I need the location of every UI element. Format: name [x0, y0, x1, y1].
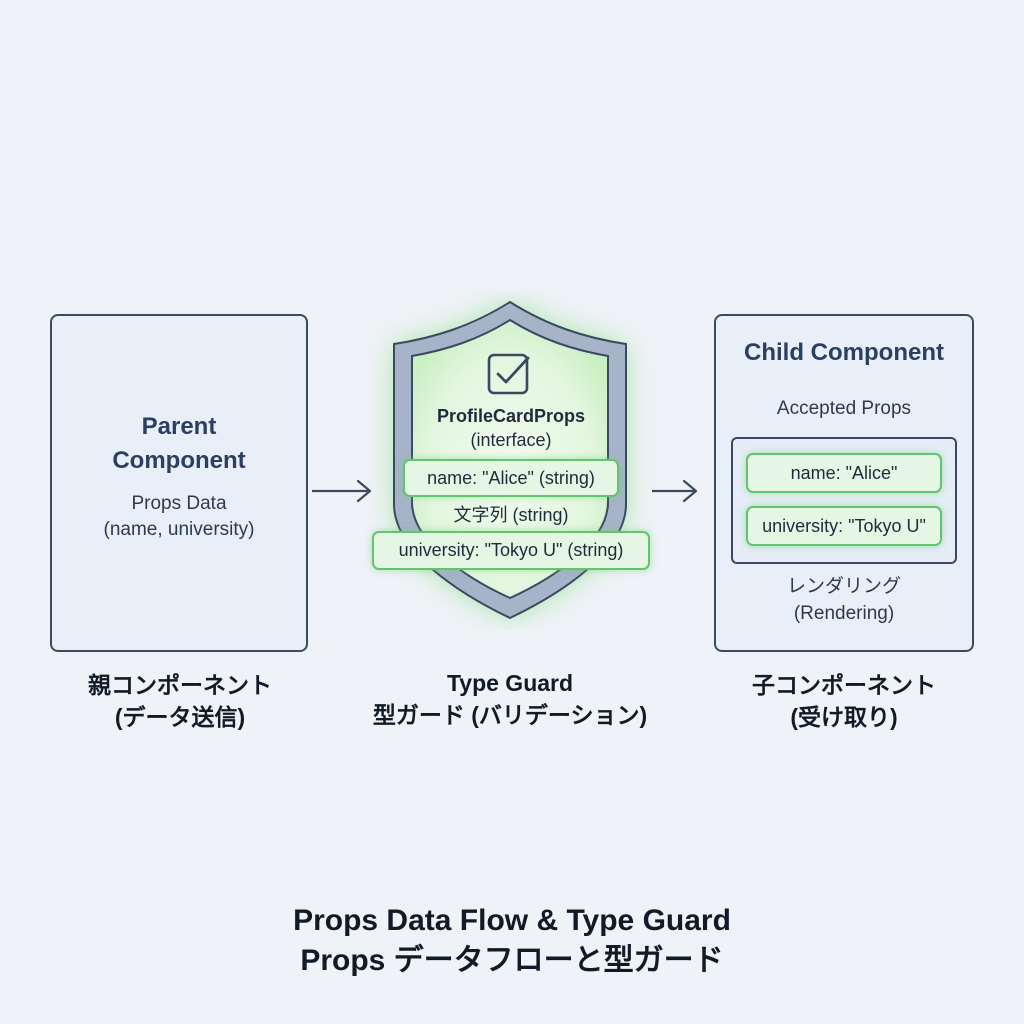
checkbox-check-icon	[487, 353, 530, 395]
parent-desc-line2: (name, university)	[103, 519, 255, 540]
parent-caption-line1: 親コンポーネント	[88, 672, 272, 698]
field-note: 文字列 (string)	[453, 505, 569, 525]
child-caption-line1: 子コンポーネント	[752, 672, 936, 698]
footer-title-line1: Props Data Flow & Type Guard	[293, 904, 731, 937]
accepted-prop-name: name: "Alice"	[746, 453, 942, 493]
parent-caption-line2: (データ送信)	[114, 704, 246, 730]
arrow-right-icon	[312, 479, 372, 503]
interface-name: ProfileCardProps	[436, 406, 586, 426]
field-university-pill: university: "Tokyo U" (string)	[372, 531, 650, 570]
rendering-line1: レンダリング	[786, 576, 901, 597]
guard-caption-line2: 型ガード (バリデーション)	[372, 702, 648, 728]
parent-desc-line1: Props Data	[131, 493, 227, 514]
footer-title-line2: Props データフローと型ガード	[300, 944, 724, 977]
interface-kind: (interface)	[470, 430, 552, 450]
parent-component-box	[50, 314, 308, 652]
accepted-prop-university: university: "Tokyo U"	[746, 506, 942, 546]
parent-title-line2: Component	[112, 447, 246, 474]
field-name-pill: name: "Alice" (string)	[403, 459, 619, 497]
parent-title-line1: Parent	[141, 413, 217, 440]
child-title: Child Component	[744, 339, 944, 366]
child-caption-line2: (受け取り)	[790, 704, 898, 730]
arrow-right-icon	[652, 479, 698, 503]
rendering-line2: (Rendering)	[793, 603, 895, 624]
child-subtitle: Accepted Props	[776, 398, 912, 419]
guard-caption-line1: Type Guard	[446, 670, 574, 696]
